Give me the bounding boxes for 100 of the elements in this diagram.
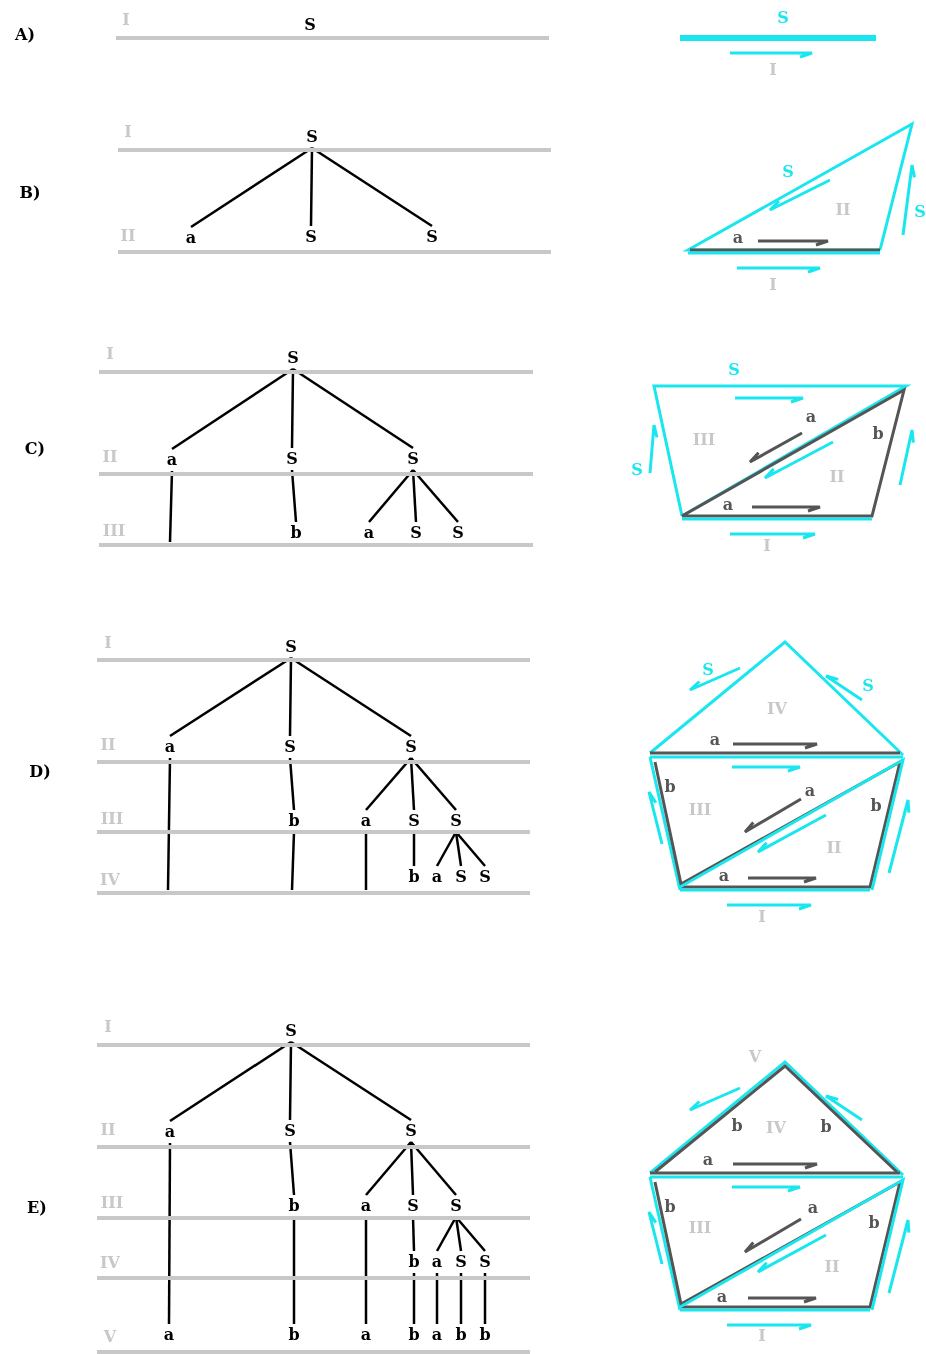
tree-branch <box>412 832 416 866</box>
side-label: b <box>731 1118 743 1134</box>
side-label: a <box>807 1200 819 1216</box>
tree-symbol: S <box>455 869 467 885</box>
side-label: S <box>702 662 714 678</box>
side-label: b <box>868 1215 880 1231</box>
tree-symbol: b <box>288 1198 300 1214</box>
side-label: S <box>782 164 794 180</box>
tree-symbol: b <box>288 1327 300 1343</box>
panel-letter: B) <box>19 185 41 201</box>
tree-branch <box>410 757 457 811</box>
side-label: a <box>702 1152 714 1168</box>
tree-symbol: S <box>479 1254 491 1270</box>
tree-branch <box>435 1273 439 1324</box>
tree-symbol: b <box>288 813 300 829</box>
tree-branch <box>171 367 294 451</box>
tree-symbol: a <box>363 525 375 541</box>
side-label: a <box>722 497 734 513</box>
tree-symbol: b <box>408 869 420 885</box>
side-label: a <box>732 230 744 246</box>
tree-symbol: S <box>305 229 317 245</box>
tree-symbol: a <box>166 452 178 468</box>
tree-branch <box>409 757 416 811</box>
tree-branch <box>364 832 368 890</box>
side-label: b <box>664 779 676 795</box>
tree-symbol: S <box>405 739 417 755</box>
tree-symbol: S <box>284 1123 296 1139</box>
tree-branch <box>435 831 458 867</box>
tree-symbol: a <box>164 1124 176 1140</box>
tree-symbol: S <box>455 1254 467 1270</box>
side-label: b <box>870 798 882 814</box>
tree-branch <box>459 1273 463 1324</box>
tree-branch <box>364 1217 368 1324</box>
tree-symbol: a <box>360 1327 372 1343</box>
side-label: a <box>709 732 721 748</box>
tree-branch <box>365 757 412 811</box>
side-label: S <box>862 678 874 694</box>
tree-symbol: S <box>410 525 422 541</box>
tree-symbol: a <box>431 1254 443 1270</box>
tree-branch <box>365 1141 412 1196</box>
side-label: b <box>664 1199 676 1215</box>
tree-branch <box>311 146 433 228</box>
tree-symbol: S <box>284 739 296 755</box>
tree-symbol: a <box>164 739 176 755</box>
side-label: S <box>631 462 643 478</box>
side-label: S <box>914 204 926 220</box>
tree-symbol: S <box>306 129 318 145</box>
tree-symbol: b <box>290 525 302 541</box>
tree-symbol: S <box>407 1198 419 1214</box>
tree-branch <box>168 470 174 543</box>
tree-symbol: a <box>185 230 197 246</box>
side-label: S <box>728 362 740 378</box>
tree-branch <box>409 1141 415 1196</box>
panel-letter: E) <box>27 1200 47 1216</box>
tree-symbol: S <box>285 1023 297 1039</box>
panel-letter: D) <box>29 764 51 780</box>
tree-branch <box>167 1143 172 1324</box>
tree-branch <box>290 369 295 448</box>
tree-symbol: S <box>426 229 438 245</box>
tree-symbol: S <box>479 869 491 885</box>
tree-branch <box>288 1141 296 1196</box>
tree-branch <box>288 1042 293 1120</box>
tree-branch <box>290 1040 412 1122</box>
tree-symbol: S <box>450 1198 462 1214</box>
tree-symbol: S <box>452 525 464 541</box>
tree-branch <box>290 656 412 738</box>
tree-branch <box>412 1273 416 1324</box>
side-label: b <box>820 1119 832 1135</box>
panel-letter: C) <box>24 441 46 457</box>
tree-branch <box>455 831 486 867</box>
tree-branch <box>368 469 414 523</box>
tree-symbol: b <box>455 1327 467 1343</box>
tree-branch <box>410 1141 457 1196</box>
tree-symbol: S <box>286 451 298 467</box>
side-label: a <box>716 1289 728 1305</box>
tree-symbol: a <box>360 813 372 829</box>
tree-symbol: S <box>407 451 419 467</box>
tree-symbol: a <box>431 1327 443 1343</box>
side-label: a <box>805 409 817 425</box>
tree-symbol: b <box>479 1327 491 1343</box>
tree-symbol: S <box>285 639 297 655</box>
tree-symbol: a <box>163 1327 175 1343</box>
tree-branch <box>292 367 414 450</box>
tree-symbol: a <box>360 1198 372 1214</box>
tree-symbol: b <box>408 1327 420 1343</box>
tree-branch <box>411 469 418 523</box>
tree-symbol: S <box>408 813 420 829</box>
tree-branch <box>290 469 298 523</box>
tree-branch <box>169 656 292 738</box>
tree-branch <box>412 469 459 523</box>
tree-symbol: a <box>431 869 443 885</box>
panel-letter: A) <box>15 27 35 43</box>
tree-branch <box>288 757 296 811</box>
tree-branch <box>169 1040 292 1123</box>
tree-symbol: S <box>405 1123 417 1139</box>
tree-branch <box>454 831 463 867</box>
tree-symbol: S <box>304 17 316 33</box>
tree-branch <box>166 758 172 890</box>
tree-symbol: b <box>408 1254 420 1270</box>
side-label: a <box>718 868 730 884</box>
